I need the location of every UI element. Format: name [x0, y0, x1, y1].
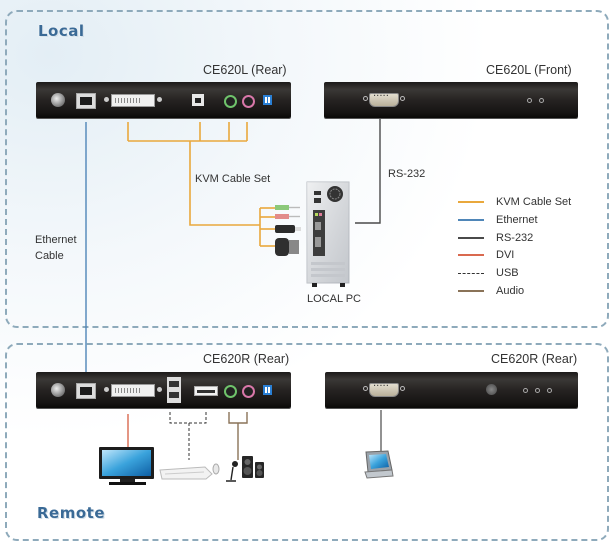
pink-audio-plug-icon — [275, 214, 289, 219]
legend-item: RS-232 — [458, 231, 533, 245]
kvm-trunk — [189, 141, 260, 226]
legend-swatch — [458, 254, 484, 257]
dvi-screw-icon — [104, 97, 109, 102]
green-audio-plug-icon — [275, 205, 289, 210]
led-icon — [539, 98, 544, 103]
remote-zone — [5, 343, 609, 541]
legend-item: Ethernet — [458, 213, 538, 227]
local-zone-title: Local — [38, 22, 85, 40]
usb-a-stack-port-icon — [167, 377, 181, 403]
legend-label: Ethernet — [496, 213, 538, 226]
local-pc-label: LOCAL PC — [307, 293, 362, 305]
ce620r-second-device — [325, 372, 578, 408]
ethernet-cable-label-line2: Cable — [35, 250, 64, 262]
dvi-port-icon — [111, 94, 155, 107]
ethernet-port-icon — [76, 93, 96, 109]
remote-second-label: CE620R (Rear) — [491, 352, 578, 366]
monitor-icon — [99, 447, 154, 485]
legend-swatch — [458, 201, 484, 203]
power-jack-icon — [51, 383, 65, 397]
keyboard-mouse-icon — [159, 463, 220, 480]
audio-wire-remote — [228, 412, 248, 460]
local-zone — [5, 10, 609, 328]
dvi-screw-icon — [104, 387, 109, 392]
ethernet-cable-label-line1: Ethernet — [35, 234, 77, 246]
legend-swatch — [458, 236, 484, 239]
legend-label: DVI — [496, 249, 515, 262]
dvi-port-icon — [111, 384, 155, 397]
rs232-wire-local — [355, 117, 381, 224]
db9-screw-icon — [400, 96, 405, 101]
usb-a-port-icon — [194, 386, 218, 396]
led-icon — [523, 388, 528, 393]
legend-swatch — [458, 272, 484, 274]
usb-plug-icon — [275, 225, 295, 233]
legend-label: KVM Cable Set — [496, 196, 572, 208]
led-icon — [547, 388, 552, 393]
remote-rear-label: CE620R (Rear) — [203, 352, 290, 366]
usb-wire-remote — [169, 412, 207, 460]
ce620r-rear-device — [36, 372, 291, 408]
dvi-screw-icon — [157, 387, 162, 392]
remote-zone-title: Remote — [37, 504, 106, 522]
local-front-label: CE620L (Front) — [486, 63, 572, 77]
rs232-port-icon — [369, 381, 399, 397]
legend-label: RS-232 — [496, 231, 534, 244]
ce620l-front-device — [324, 82, 578, 118]
legend-label: USB — [496, 267, 519, 280]
led-icon — [527, 98, 532, 103]
kvm-cable-set-wire — [127, 122, 275, 247]
dvi-plug-icon — [275, 238, 289, 256]
local-rear-label: CE620L (Rear) — [203, 63, 287, 77]
db9-screw-icon — [400, 386, 405, 391]
legend-swatch — [458, 218, 484, 221]
touch-panel-icon — [364, 450, 394, 479]
db9-screw-icon — [363, 386, 368, 391]
legend-swatch — [458, 290, 484, 292]
legend-item: DVI — [458, 248, 514, 262]
kvm-cable-set-label: KVM Cable Set — [195, 173, 271, 185]
dip-switch-icon — [263, 95, 272, 105]
mic-jack-icon — [242, 385, 255, 398]
speaker-jack-icon — [224, 95, 237, 108]
ce620l-rear-device — [36, 82, 291, 118]
ethernet-port-icon — [76, 383, 96, 399]
led-icon — [535, 388, 540, 393]
rs232-label: RS-232 — [388, 168, 426, 180]
kvm-cable-plugs — [275, 205, 301, 256]
reset-button-icon — [486, 384, 497, 395]
local-pc-tower — [306, 181, 350, 287]
dip-switch-icon — [263, 385, 272, 395]
db9-screw-icon — [363, 96, 368, 101]
speaker-jack-icon — [224, 385, 237, 398]
mic-jack-icon — [242, 95, 255, 108]
dvi-screw-icon — [157, 97, 162, 102]
legend-item: Audio — [458, 284, 524, 298]
microphone-speakers-icon — [226, 456, 264, 482]
usb-b-port-icon — [192, 94, 204, 106]
legend-item: KVM Cable Set — [458, 195, 571, 209]
rs232-port-icon — [369, 91, 399, 107]
legend-item: USB — [458, 266, 519, 280]
pc-fan-icon — [327, 186, 343, 202]
legend-label: Audio — [496, 285, 525, 297]
power-jack-icon — [51, 93, 65, 107]
